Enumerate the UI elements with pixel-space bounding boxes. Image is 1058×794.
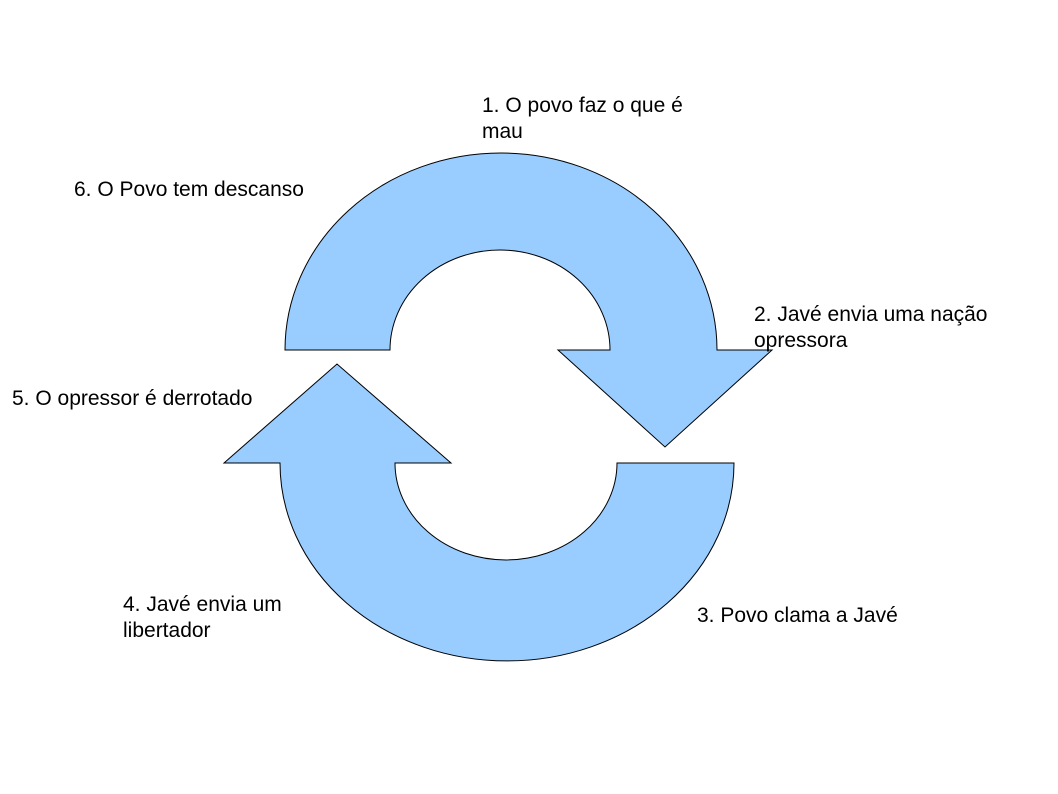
- step-6-label: 6. O Povo tem descanso: [74, 178, 304, 201]
- step-3-label: 3. Povo clama a Javé: [697, 604, 898, 627]
- step-4-label: 4. Javé envia um libertador: [123, 593, 282, 642]
- bottom-curved-arrow: [222, 363, 735, 662]
- step-1-label: 1. O povo faz o que é mau: [482, 94, 683, 143]
- step-5-label: 5. O opressor é derrotado: [12, 387, 253, 410]
- top-curved-arrow: [284, 152, 774, 448]
- step-2-label: 2. Javé envia uma nação opressora: [754, 303, 988, 352]
